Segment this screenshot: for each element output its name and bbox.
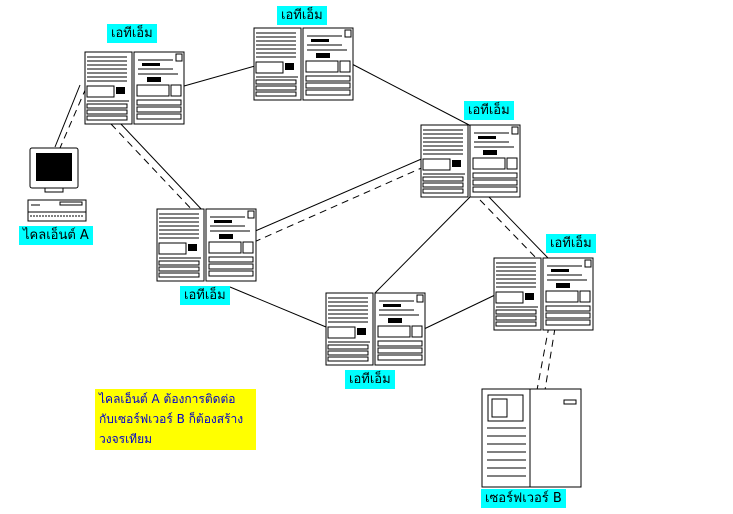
atm-label-1: เอทีเอ็ม <box>107 24 157 43</box>
connection-lines <box>54 62 549 330</box>
atm-label-6: เอทีเอ็ม <box>546 234 596 253</box>
atm-label-2: เอทีเอ็ม <box>277 6 327 25</box>
note-line-1: ไคลเอ็นต์ A ต้องการติดต่อ <box>99 392 236 406</box>
note-line-3: วงจรเทียม <box>99 432 153 446</box>
atm-switch-1 <box>84 51 185 125</box>
atm-switch-3 <box>420 124 521 198</box>
atm-label-4: เอทีเอ็ม <box>180 286 230 305</box>
virtual-circuit-path <box>59 87 556 391</box>
atm-switch-6 <box>493 257 594 331</box>
description-note: ไคลเอ็นต์ A ต้องการติดต่อ กับเซอร์ฟเวอร์… <box>95 389 256 450</box>
server-label: เซอร์ฟเวอร์ B <box>481 489 566 508</box>
atm-label-3: เอทีเอ็ม <box>464 101 514 120</box>
atm-label-5: เอทีเอ็ม <box>345 370 395 389</box>
client-computer-icon <box>27 147 87 222</box>
server-icon <box>481 388 582 488</box>
client-label: ไคลเอ็นต์ A <box>19 226 93 245</box>
atm-switch-4 <box>156 208 257 282</box>
atm-switch-5 <box>325 292 426 366</box>
atm-switch-2 <box>253 27 354 101</box>
note-line-2: กับเซอร์ฟเวอร์ B ก็ต้องสร้าง <box>99 412 244 426</box>
